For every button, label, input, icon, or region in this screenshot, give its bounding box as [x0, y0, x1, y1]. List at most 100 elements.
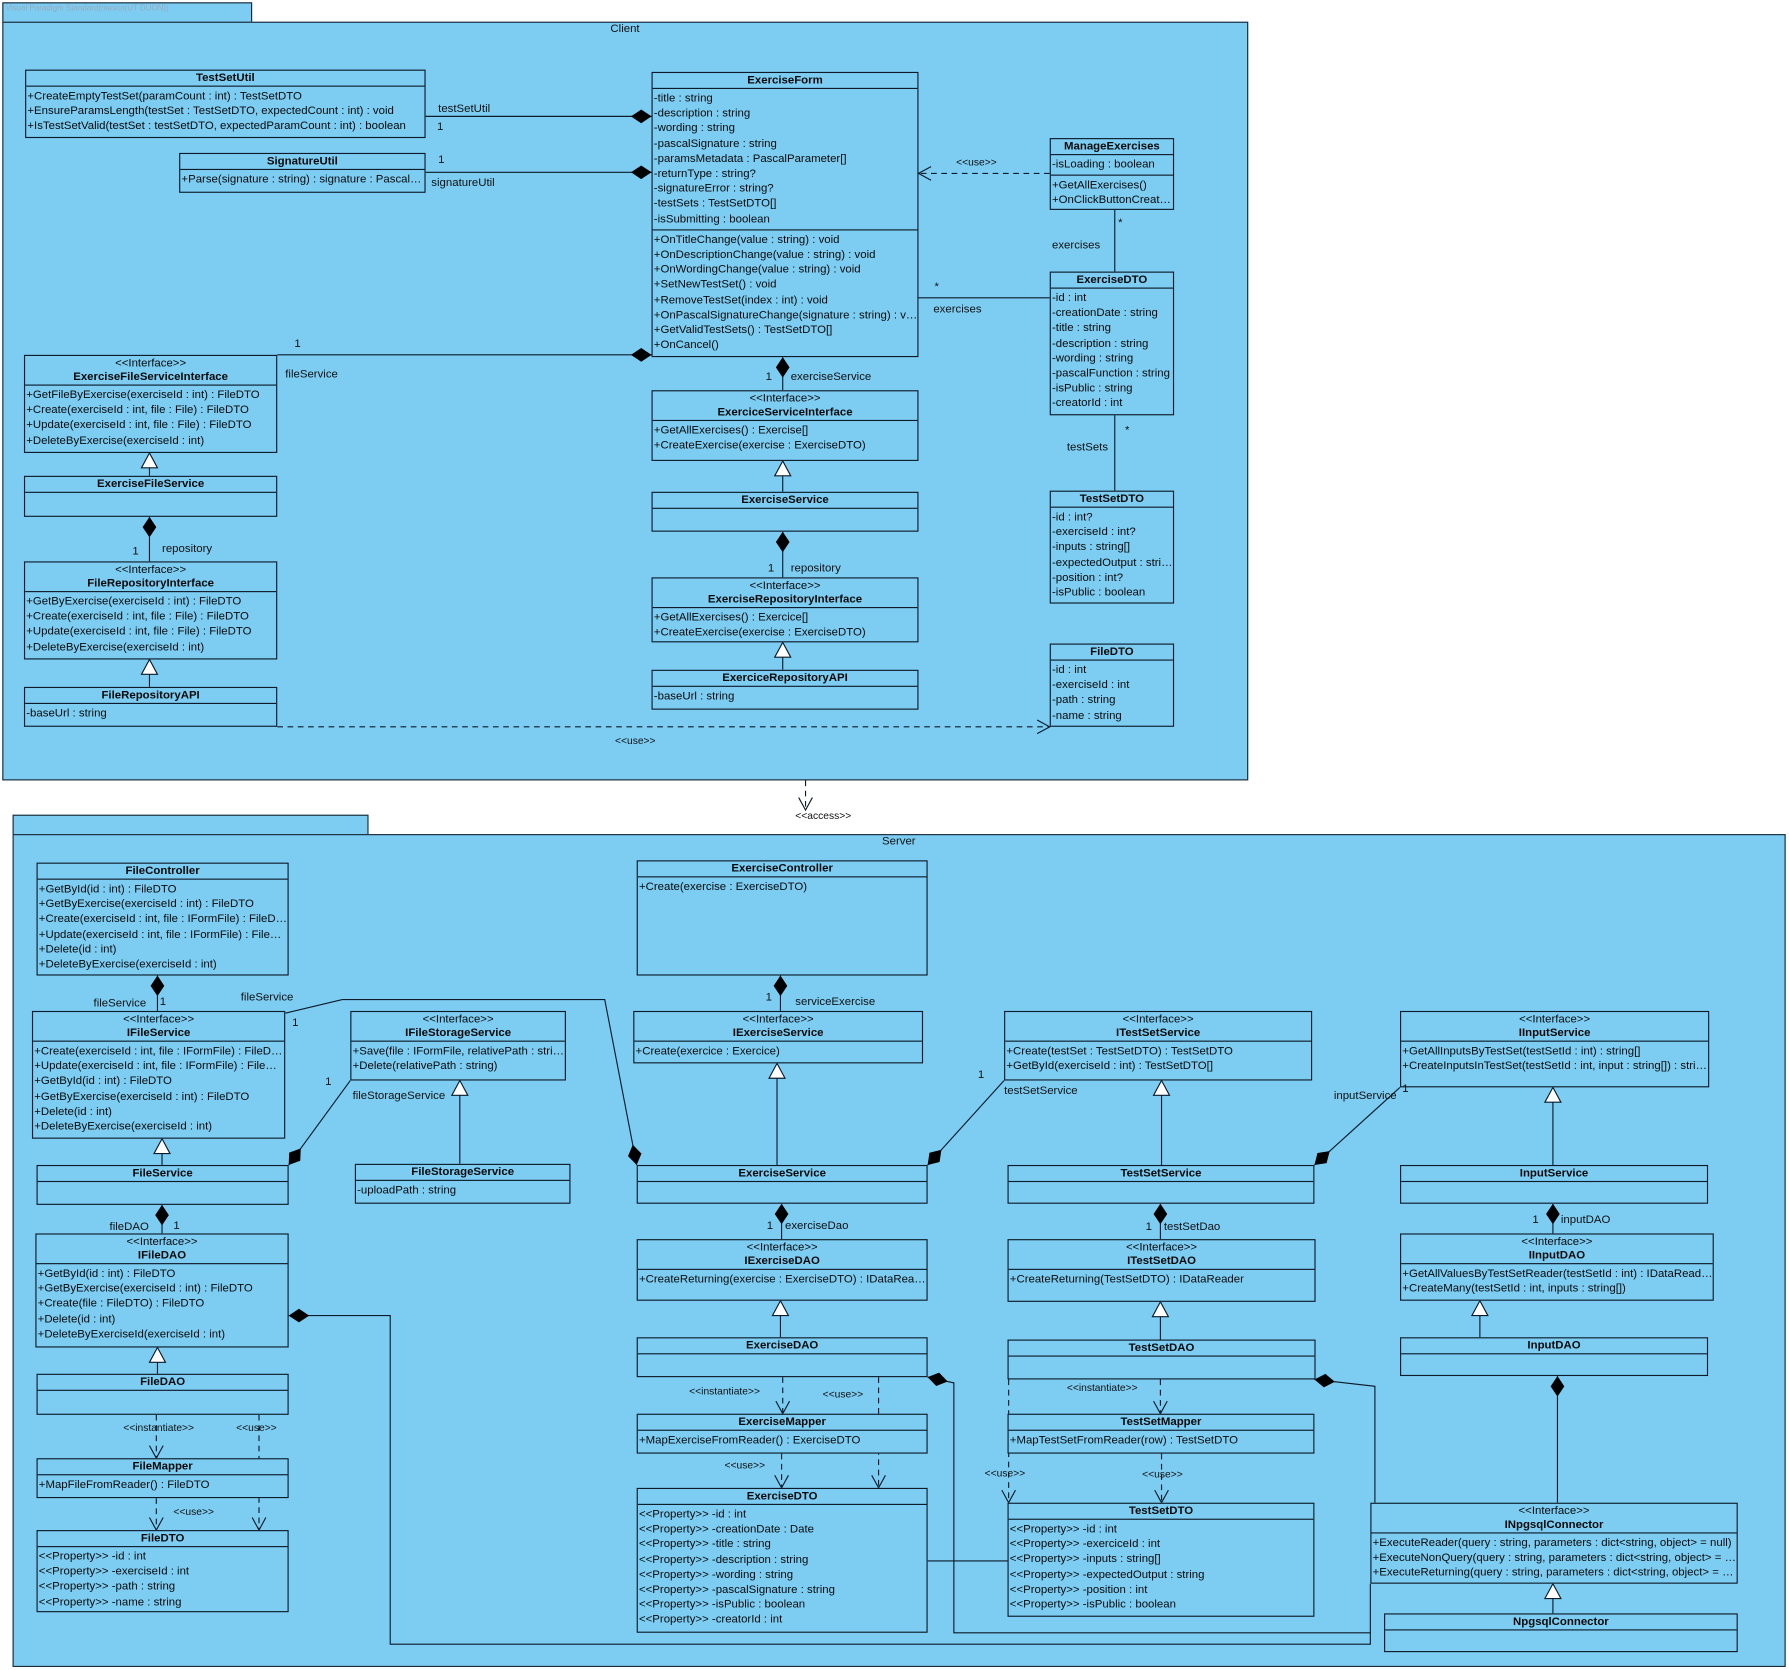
- class-exercise-file-service-interface[interactable]: <<Interface>>ExerciseFileServiceInterfac…: [23, 354, 278, 453]
- class-file-dto[interactable]: FileDTO<<Property>> -id : int<<Property>…: [36, 1530, 289, 1613]
- class-exercise-controller[interactable]: ExerciseController+Create(exercise : Exe…: [636, 860, 928, 976]
- class-exercise-file-service[interactable]: ExerciseFileService: [23, 475, 278, 517]
- class-input-service[interactable]: InputService: [1400, 1164, 1709, 1204]
- class-inpgsql-connector[interactable]: <<Interface>>INpgsqlConnector+ExecuteRea…: [1370, 1502, 1738, 1584]
- server-package-title: Server: [881, 835, 916, 848]
- class-exercice-repository-api[interactable]: ExerciceRepositoryAPI-baseUrl : string: [651, 669, 919, 710]
- class-exercise-mapper[interactable]: ExerciseMapper+MapExerciseFromReader() :…: [636, 1413, 928, 1454]
- class-name: FileStorageService: [411, 1166, 515, 1179]
- class-file-storage-service[interactable]: FileStorageService-uploadPath : string: [354, 1163, 571, 1204]
- class-iexercise-dao[interactable]: <<Interface>>IExerciseDAO+CreateReturnin…: [636, 1239, 928, 1301]
- attributes-compartment: <<Property>> -id : int<<Property>> -exer…: [38, 1547, 288, 1612]
- class-iinput-dao[interactable]: <<Interface>>IInputDAO+GetAllValuesByTes…: [1400, 1233, 1714, 1301]
- attribute: <<Property>> -isPublic : boolean: [1009, 1598, 1176, 1612]
- class-name: TestSetDTO: [1079, 492, 1145, 506]
- class-name: FileDTO: [1090, 645, 1134, 659]
- operation: +ExecuteReturning(query : string, parame…: [1372, 1567, 1737, 1580]
- attribute: -signatureError : string?: [653, 182, 774, 196]
- class-header: ExerciceRepositoryAPI: [652, 671, 918, 687]
- connector-label: <<use>>: [614, 734, 656, 747]
- class-ifile-dao[interactable]: <<Interface>>IFileDAO+GetById(id : int) …: [35, 1233, 289, 1348]
- connector-label: <<use>>: [822, 1388, 864, 1401]
- class-manage-exercises[interactable]: ManageExercises-isLoading : boolean+GetA…: [1049, 138, 1175, 210]
- class-test-set-service[interactable]: TestSetService: [1007, 1164, 1315, 1204]
- connector-label: 1: [1532, 1214, 1539, 1227]
- class-test-set-dto[interactable]: TestSetDTO-id : int?-exerciseId : int?-i…: [1049, 490, 1175, 604]
- class-header: ExerciseService: [637, 1166, 927, 1183]
- composition-diamond-icon: [1550, 1376, 1565, 1397]
- attribute: <<Property>> -creationDate : Date: [638, 1523, 815, 1537]
- composition-diamond-icon: [1314, 1151, 1330, 1165]
- class-test-set-mapper[interactable]: TestSetMapper +MapTestSetFromReader(row) …: [1007, 1413, 1315, 1454]
- class-file-dto[interactable]: FileDTO-id : int-exerciseId : int-path :…: [1049, 643, 1175, 727]
- class-exercice-service-interface[interactable]: <<Interface>>ExerciceServiceInterface +Ge…: [651, 390, 919, 461]
- attribute: <<Property>> -exerciceId : int: [1009, 1538, 1161, 1551]
- class-stereotype: <<Interface>>: [749, 579, 821, 593]
- class-file-repository-interface[interactable]: <<Interface>>FileRepositoryInterface+Get…: [23, 561, 278, 660]
- class-exercise-repository-interface[interactable]: <<Interface>>ExerciseRepositoryInterface…: [651, 577, 919, 643]
- attribute: <<Property>> -expectedOutput : string: [1009, 1568, 1205, 1581]
- class-itest-set-dao[interactable]: <<Interface>>ITestSetDAO+CreateReturning…: [1007, 1239, 1316, 1302]
- class-name: TestSetDAO: [1128, 1341, 1195, 1355]
- operation: +EnsureParamsLength(testSet : TestSetDTO…: [27, 105, 394, 118]
- class-input-dao[interactable]: InputDAO: [1400, 1337, 1709, 1377]
- connector-label: 1: [173, 1219, 180, 1233]
- operation: +DeleteByExercise(exerciseId : int): [38, 958, 217, 972]
- connector-label: 1: [438, 154, 445, 167]
- operation: +OnWordingChange(value : string) : void: [653, 263, 861, 277]
- empty-compartment: [1009, 1357, 1315, 1379]
- class-file-mapper[interactable]: FileMapper+MapFileFromReader() : FileDTO: [36, 1458, 289, 1499]
- class-itest-set-service[interactable]: <<Interface>>ITestSetService+Create(test…: [1004, 1010, 1313, 1081]
- connector-label: exercises: [933, 303, 982, 317]
- operations-compartment: +ExecuteReader(query : string, parameter…: [1371, 1534, 1737, 1584]
- attribute: <<Property>> -wording : string: [638, 1568, 794, 1582]
- class-exercise-form[interactable]: ExerciseForm-title : string-description …: [651, 71, 919, 358]
- class-header: TestSetMapper: [1008, 1415, 1314, 1431]
- class-file-service[interactable]: FileService: [36, 1164, 289, 1205]
- class-file-dao[interactable]: FileDAO: [36, 1373, 289, 1415]
- class-ifile-service[interactable]: <<Interface>>IFileService+Create(exercis…: [31, 1010, 286, 1139]
- operation: +GetByExercise(exerciseId : int) : FileD…: [38, 898, 254, 911]
- class-test-set-util[interactable]: TestSetUtil+CreateEmptyTestSet(paramCoun…: [25, 69, 426, 139]
- class-exercise-service[interactable]: ExerciseService: [636, 1164, 928, 1204]
- class-test-set-dto[interactable]: TestSetDTO<<Property>> -id : int<<Proper…: [1007, 1502, 1315, 1617]
- class-exercise-dto[interactable]: ExerciseDTO<<Property>> -id : int<<Prope…: [636, 1487, 928, 1633]
- class-file-repository-api[interactable]: FileRepositoryAPI-baseUrl : string: [23, 686, 278, 727]
- empty-compartment: [1009, 1182, 1314, 1203]
- class-stereotype: <<Interface>>: [123, 1013, 195, 1026]
- operation: +OnDescriptionChange(value : string) : v…: [653, 248, 876, 262]
- attribute: <<Property>> -exerciseId : int: [38, 1565, 190, 1579]
- attribute: -baseUrl : string: [26, 707, 107, 720]
- operation: +Create(exerciseId : int, file : IFormFi…: [38, 913, 288, 926]
- class-header: ExerciseForm: [652, 73, 918, 89]
- operation: +Create(exercise : ExerciseDTO): [638, 880, 808, 894]
- class-signature-util[interactable]: SignatureUtil+Parse(signature : string) …: [179, 152, 426, 193]
- connector-label: <<use>>: [236, 1421, 277, 1434]
- operation: +MapFileFromReader() : FileDTO: [38, 1478, 210, 1492]
- attribute: -path : string: [1052, 694, 1116, 707]
- operation: +Update(exerciseId : int, file : File) :…: [26, 625, 252, 639]
- class-exercise-dto[interactable]: ExerciseDTO-id : int-creationDate : stri…: [1049, 271, 1175, 416]
- class-iinput-service[interactable]: <<Interface>>IInputService+GetAllInputsB…: [1400, 1010, 1710, 1088]
- operation: +MapTestSetFromReader(row) : TestSetDTO: [1009, 1434, 1238, 1447]
- class-header: TestSetDAO: [1008, 1341, 1315, 1357]
- class-exercise-service[interactable]: ExerciseService: [651, 491, 919, 532]
- empty-compartment: [1401, 1182, 1707, 1203]
- attributes-compartment: -baseUrl : string: [25, 704, 276, 726]
- class-header: <<Interface>>ExerciceServiceInterface: [652, 391, 918, 422]
- class-npgsql-connector[interactable]: NpgsqlConnector: [1384, 1613, 1738, 1653]
- class-exercise-dao[interactable]: ExerciseDAO: [636, 1337, 928, 1378]
- class-ifile-storage-service[interactable]: <<Interface>>IFileStorageService+Save(fi…: [350, 1010, 566, 1081]
- composition-diamond-icon: [773, 975, 788, 997]
- class-header: FileDAO: [37, 1375, 288, 1391]
- operation: +DeleteByExercise(exerciseId : int): [34, 1120, 213, 1134]
- operation: +GetAllExercises() : Exercise[]: [653, 424, 809, 438]
- class-iexercise-service[interactable]: <<Interface>>IExerciseService+Create(exe…: [633, 1010, 924, 1064]
- class-file-controller[interactable]: FileController+GetById(id : int) : FileD…: [36, 862, 289, 976]
- composition-diamond-icon: [630, 165, 652, 180]
- class-header: TestSetDTO: [1050, 492, 1173, 508]
- operation: +DeleteByExercise(exerciseId : int): [26, 640, 205, 654]
- connector-label: <<instantiate>>: [1066, 1381, 1138, 1394]
- class-test-set-dao[interactable]: TestSetDAO: [1007, 1339, 1316, 1380]
